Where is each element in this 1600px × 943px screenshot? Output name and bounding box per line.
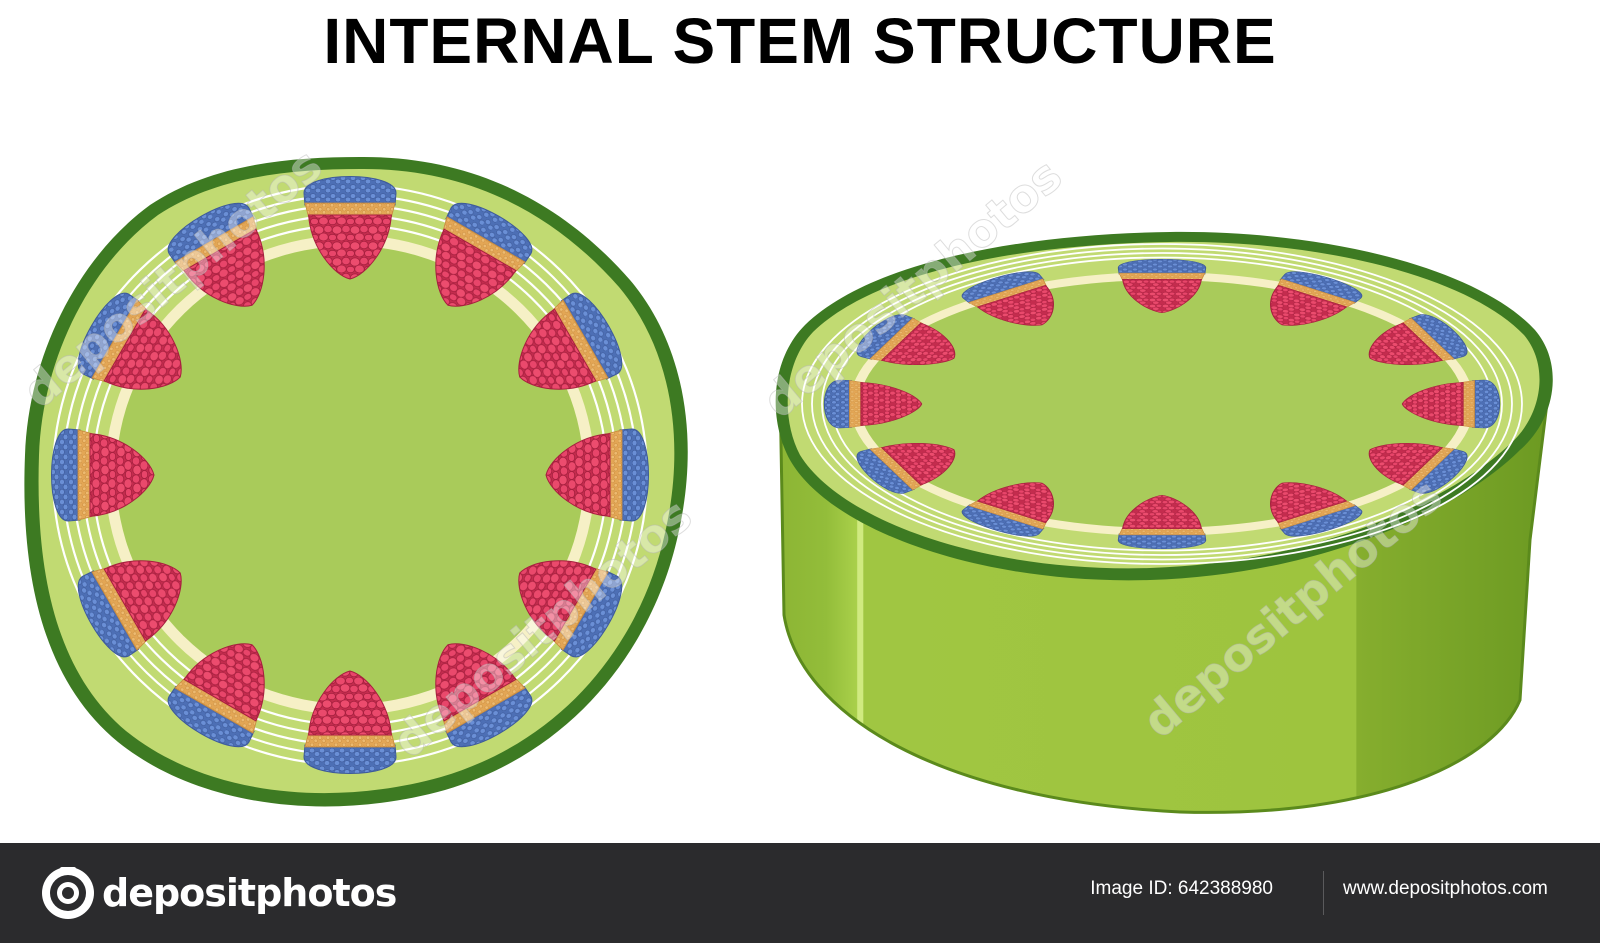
top-bundle-rotation xyxy=(1368,314,1468,366)
vascular-bundle xyxy=(518,560,623,658)
vascular-bundle-wrapper xyxy=(167,202,265,307)
page-title: INTERNAL STEM STRUCTURE xyxy=(323,5,1277,77)
vascular-bundle-inner xyxy=(77,560,182,658)
vascular-bundle xyxy=(77,292,182,390)
top-bundle-wrapper xyxy=(1368,314,1468,366)
vascular-bundle xyxy=(77,560,182,658)
top-bundle-rotation xyxy=(856,314,956,366)
vascular-bundle xyxy=(435,643,533,748)
top-vascular-bundle xyxy=(1401,379,1501,429)
top-bundle-wrapper xyxy=(823,379,923,429)
top-vascular-bundle xyxy=(856,314,956,366)
vascular-bundle xyxy=(167,202,265,307)
top-pith xyxy=(860,280,1464,528)
top-bundle-wrapper xyxy=(961,271,1054,326)
top-vascular-bundle xyxy=(961,271,1054,326)
top-bundle-wrapper xyxy=(1117,494,1207,550)
vascular-bundle xyxy=(303,670,397,774)
footer-divider xyxy=(1323,871,1324,915)
vascular-bundle xyxy=(51,428,155,522)
vascular-bundle-wrapper xyxy=(51,428,155,522)
top-bundle-wrapper xyxy=(1270,271,1363,326)
top-vascular-bundle xyxy=(1117,258,1207,314)
pith xyxy=(116,246,584,704)
vascular-bundle-wrapper xyxy=(435,643,533,748)
vascular-bundle-inner xyxy=(51,428,155,522)
top-vascular-bundle xyxy=(961,482,1054,537)
vascular-bundle-inner xyxy=(518,560,623,658)
top-bundle-rotation xyxy=(1368,442,1468,494)
vascular-bundle-wrapper xyxy=(545,428,649,522)
vascular-bundle-inner xyxy=(77,292,182,390)
top-bundle-wrapper xyxy=(856,314,956,366)
vascular-bundle-inner xyxy=(435,643,533,748)
top-bundle-wrapper xyxy=(1117,258,1207,314)
vascular-bundle-wrapper xyxy=(77,560,182,658)
vascular-bundle-wrapper xyxy=(77,292,182,390)
top-vascular-bundle xyxy=(1368,442,1468,494)
vascular-bundle xyxy=(303,176,397,280)
vascular-bundle xyxy=(435,202,533,307)
top-bundle-rotation xyxy=(1270,482,1363,537)
vascular-bundle-inner xyxy=(167,202,265,307)
top-bundle-rotation xyxy=(961,482,1054,537)
vascular-bundle-inner xyxy=(167,643,265,748)
image-id-label: Image ID: 642388980 xyxy=(1090,878,1273,899)
vascular-bundle-wrapper xyxy=(303,176,397,280)
vascular-bundle-wrapper xyxy=(167,643,265,748)
vascular-bundle-wrapper xyxy=(518,560,623,658)
vascular-bundle xyxy=(545,428,649,522)
three-d-slice-view xyxy=(775,231,1553,814)
vascular-bundle xyxy=(167,643,265,748)
top-bundle-rotation xyxy=(1401,379,1501,429)
top-vascular-bundle xyxy=(1117,494,1207,550)
vascular-bundle xyxy=(518,292,623,390)
top-vascular-bundle xyxy=(1270,482,1363,537)
vascular-bundle-inner xyxy=(518,292,623,390)
top-bundle-wrapper xyxy=(856,442,956,494)
top-vascular-bundle xyxy=(1368,314,1468,366)
vascular-bundle-wrapper xyxy=(518,292,623,390)
vascular-bundle-wrapper xyxy=(435,202,533,307)
stem-diagram: depositphotosdepositphotosdepositphotosd… xyxy=(12,137,1553,814)
top-bundle-rotation xyxy=(856,442,956,494)
top-bundle-wrapper xyxy=(961,482,1054,537)
top-cortex-ring-line xyxy=(801,243,1523,565)
top-bundle-rotation xyxy=(961,271,1054,326)
footer-bar: depositphotos Image ID: 642388980 www.de… xyxy=(0,843,1600,943)
vascular-bundle-inner xyxy=(303,670,397,774)
top-bundle-rotation xyxy=(1117,258,1207,314)
vascular-bundle-inner xyxy=(435,202,533,307)
vascular-bundle-inner xyxy=(303,176,397,280)
top-cortex-ring-line xyxy=(811,247,1513,561)
top-bundle-wrapper xyxy=(1401,379,1501,429)
top-bundle-rotation xyxy=(1270,271,1363,326)
site-url-link[interactable]: www.depositphotos.com xyxy=(1343,878,1548,899)
camera-logo-icon xyxy=(42,867,94,919)
vascular-bundle-wrapper xyxy=(303,670,397,774)
top-bundle-rotation xyxy=(1117,494,1207,550)
top-bundle-wrapper xyxy=(1368,442,1468,494)
brand-logo-link[interactable]: depositphotos xyxy=(40,865,397,921)
top-vascular-bundle xyxy=(1270,271,1363,326)
vascular-bundle-inner xyxy=(545,428,649,522)
brand-name: depositphotos xyxy=(102,871,397,915)
top-bundle-rotation xyxy=(823,379,923,429)
top-cortex-ring-line xyxy=(821,252,1503,556)
top-vascular-bundle xyxy=(823,379,923,429)
cross-section-view xyxy=(24,156,688,807)
top-bundle-wrapper xyxy=(1270,482,1363,537)
top-vascular-bundle xyxy=(856,442,956,494)
